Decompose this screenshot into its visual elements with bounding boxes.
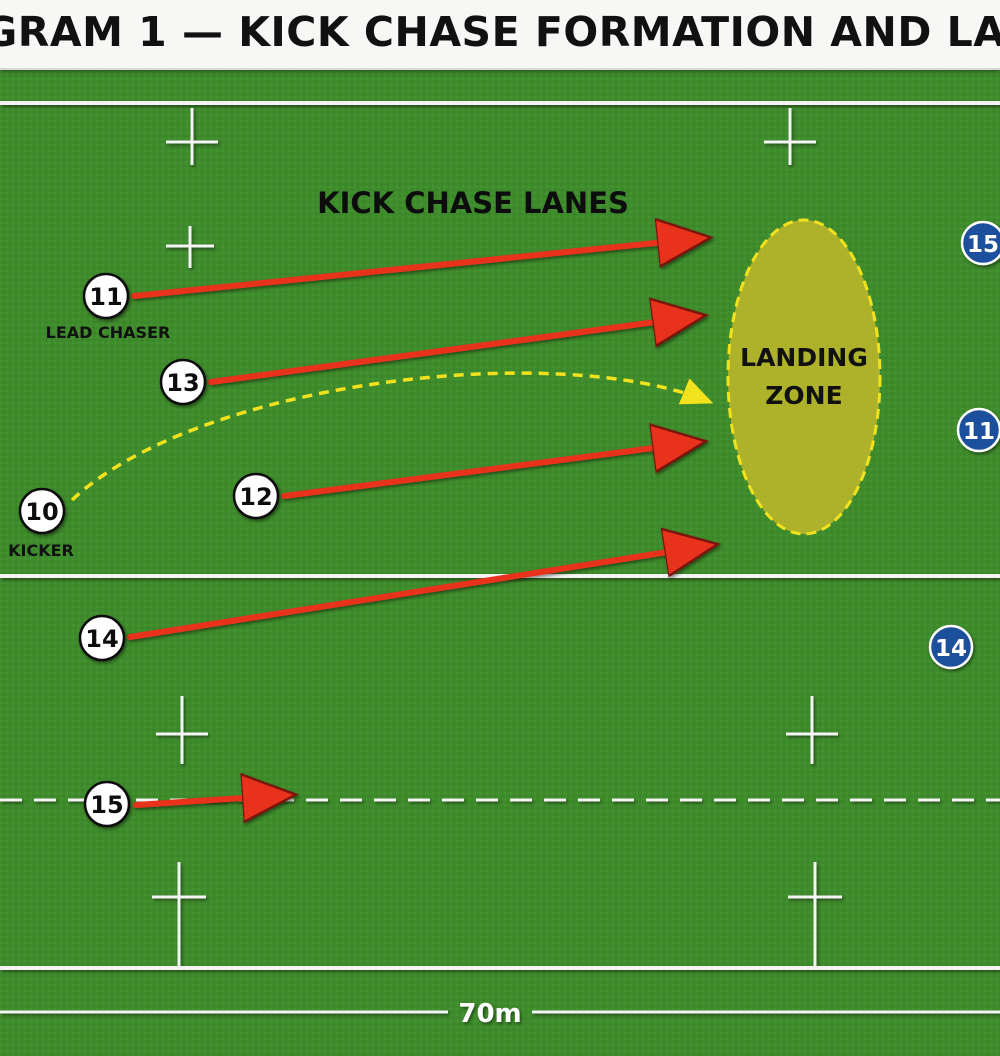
svg-text:13: 13 xyxy=(166,369,199,397)
landing-zone-label-line1: LANDING xyxy=(740,343,868,372)
defending-players: 15 11 14 xyxy=(928,220,1000,670)
player-attacker-15: 15 xyxy=(83,780,131,828)
player-defender-14: 14 xyxy=(928,624,974,670)
chase-arrow-12 xyxy=(281,442,700,499)
svg-text:10: 10 xyxy=(25,498,58,526)
landing-zone: LANDING ZONE xyxy=(726,218,882,536)
title-bar: DIAGRAM 1 — KICK CHASE FORMATION AND LAN… xyxy=(0,0,1000,70)
svg-text:12: 12 xyxy=(239,483,272,511)
player-attacker-14: 14 xyxy=(78,614,126,662)
chase-arrows xyxy=(127,238,712,805)
attacking-players: 11 13 12 10 14 15 xyxy=(18,272,280,828)
svg-text:14: 14 xyxy=(935,636,967,662)
chase-arrow-14 xyxy=(127,545,712,640)
player-defender-15: 15 xyxy=(960,220,1000,266)
svg-text:11: 11 xyxy=(89,283,122,311)
lead-chaser-caption: LEAD CHASER xyxy=(46,323,171,342)
player-attacker-11: 11 xyxy=(82,272,130,320)
player-attacker-10: 10 xyxy=(18,487,66,535)
chase-arrow-15 xyxy=(133,795,290,805)
svg-text:15: 15 xyxy=(967,232,999,258)
chase-arrow-11 xyxy=(131,238,705,299)
landing-zone-ellipse xyxy=(726,218,882,536)
diagram-title: DIAGRAM 1 — KICK CHASE FORMATION AND LAN… xyxy=(0,8,1000,56)
width-label: 70m xyxy=(458,999,521,1029)
svg-text:11: 11 xyxy=(963,419,995,445)
lanes-label: KICK CHASE LANES xyxy=(317,186,629,220)
svg-text:14: 14 xyxy=(85,625,118,653)
player-attacker-12: 12 xyxy=(232,472,280,520)
svg-text:15: 15 xyxy=(90,791,123,819)
landing-zone-label-line2: ZONE xyxy=(765,381,842,410)
player-attacker-13: 13 xyxy=(159,358,207,406)
player-defender-11: 11 xyxy=(956,407,1000,453)
chase-arrow-13 xyxy=(208,316,700,385)
kicker-caption: KICKER xyxy=(8,541,74,560)
hash-mark xyxy=(152,108,842,968)
